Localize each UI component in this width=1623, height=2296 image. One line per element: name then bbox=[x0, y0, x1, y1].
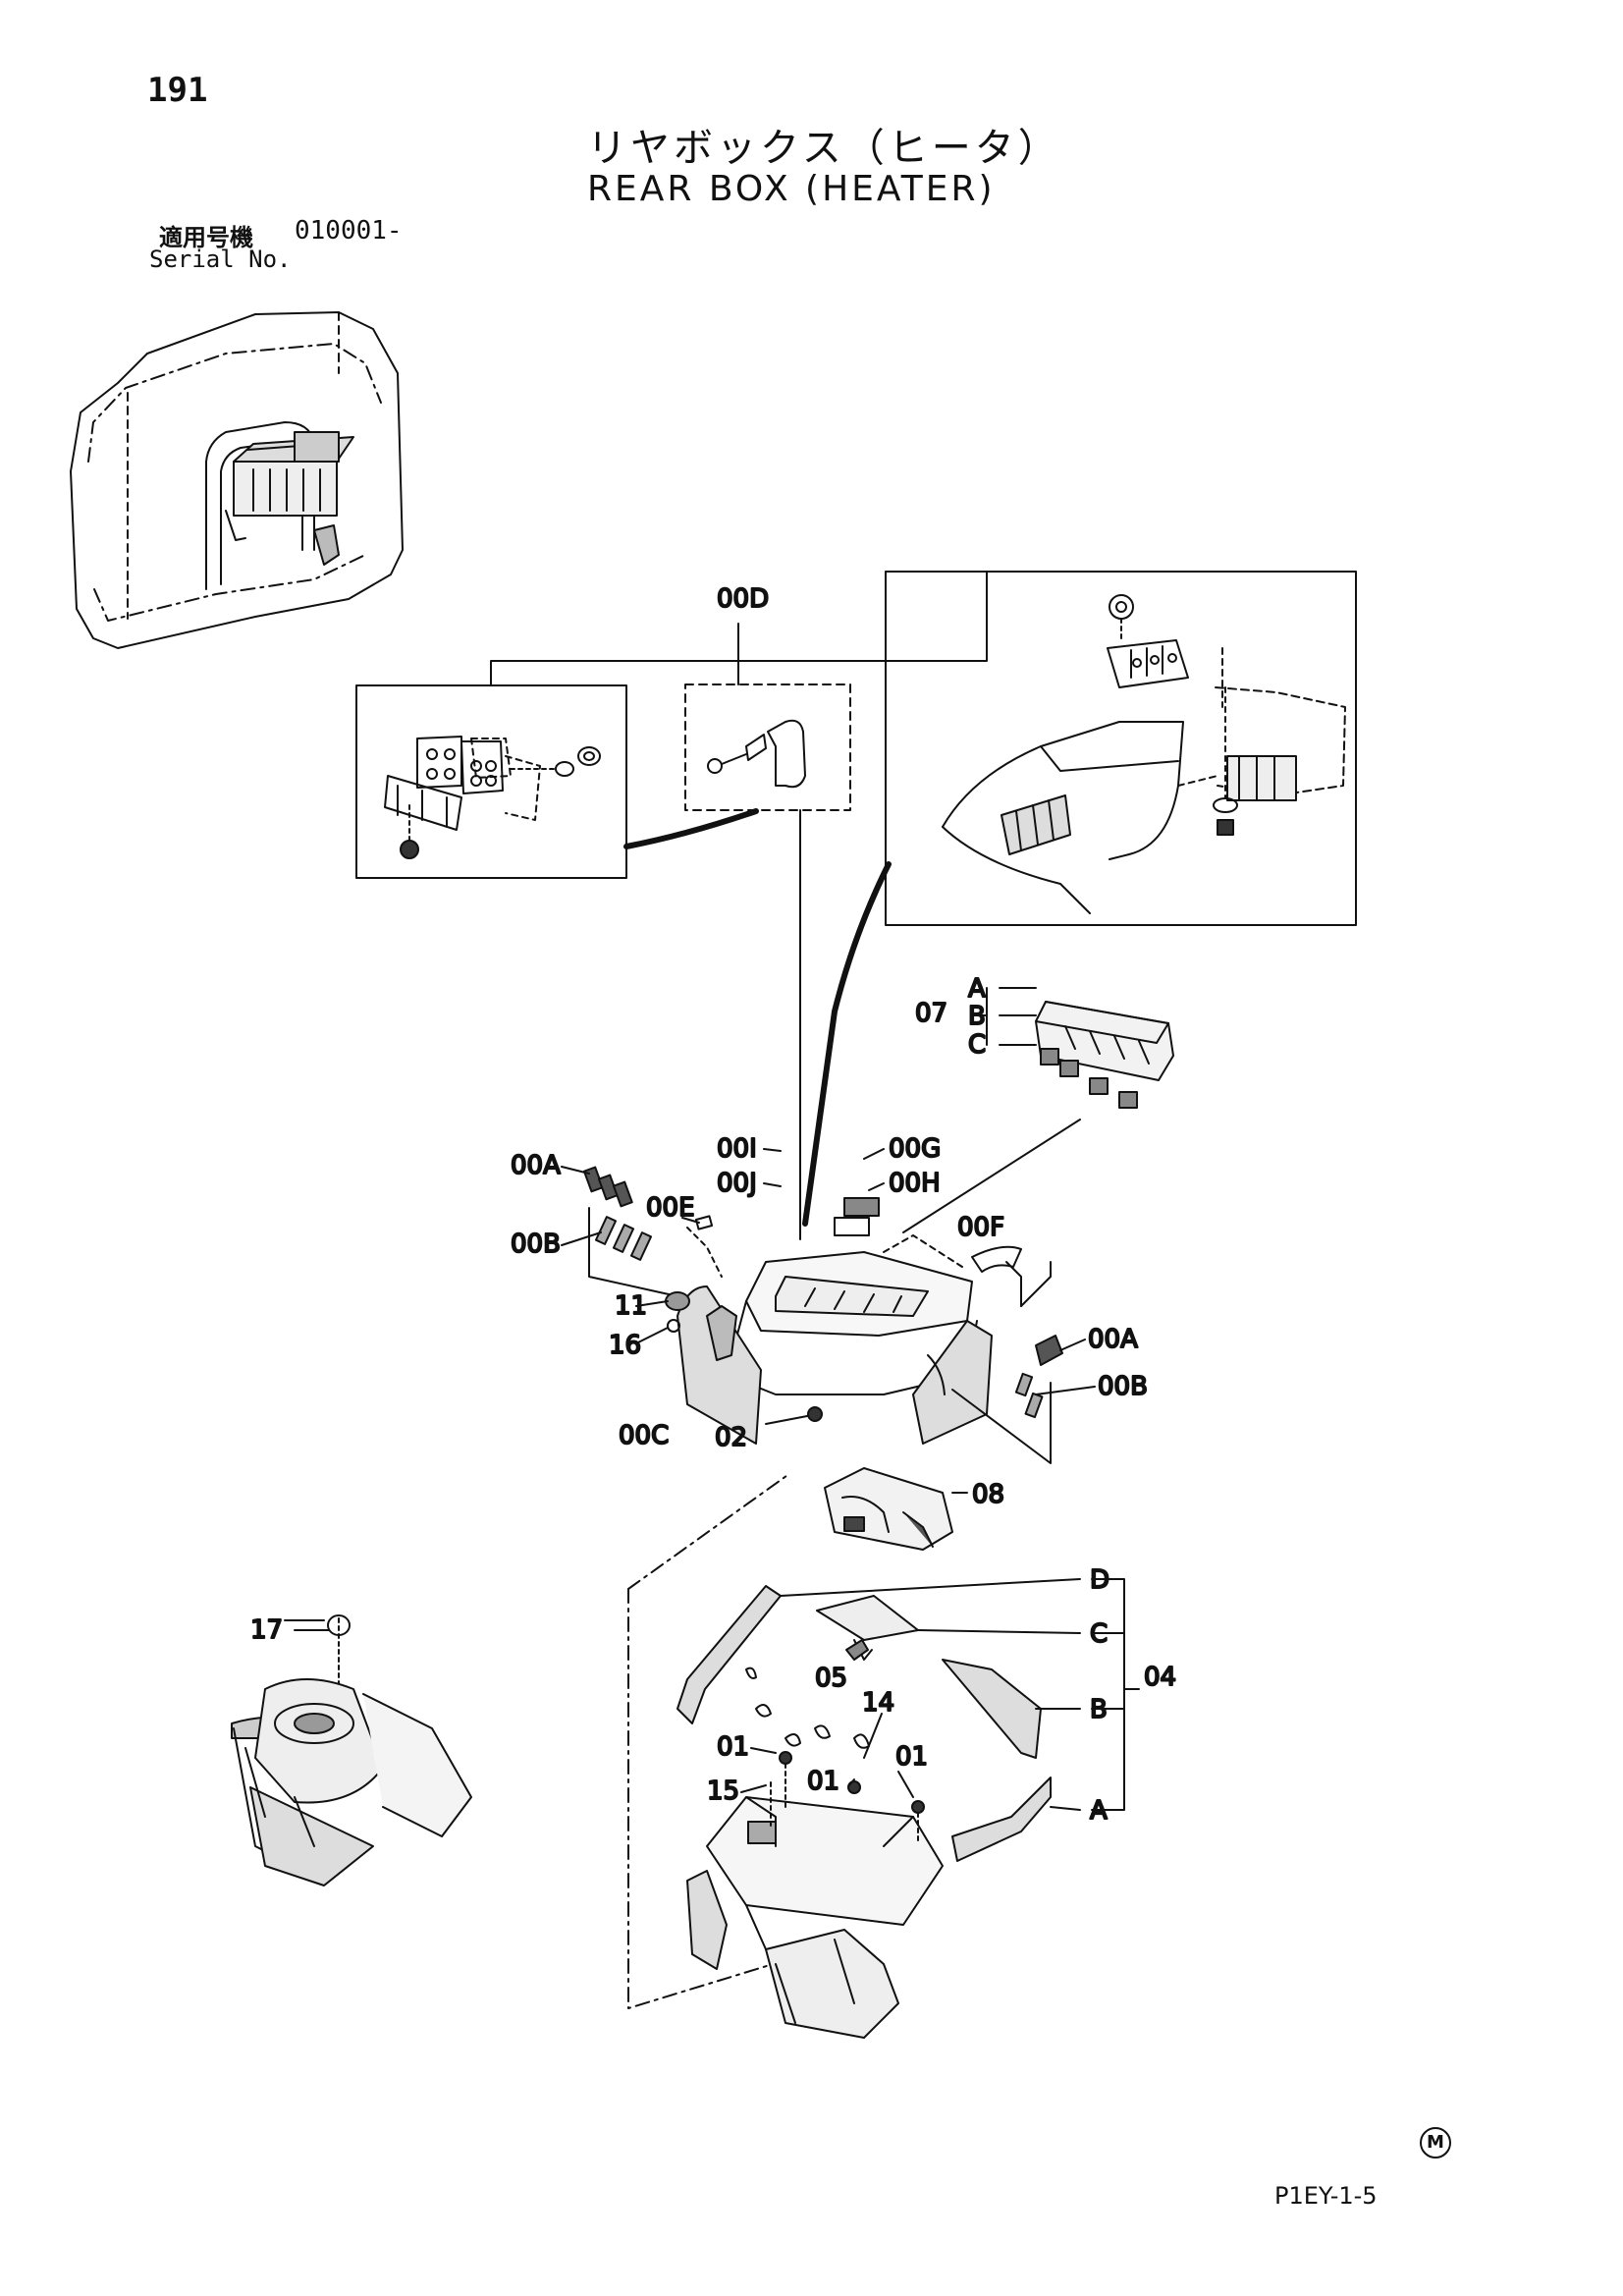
serial-label-english: Serial No. bbox=[149, 246, 292, 273]
callout-00i: 00I bbox=[717, 1134, 757, 1164]
callout-07b: B bbox=[968, 1002, 986, 1031]
part-04-duct-pieces bbox=[676, 1585, 1052, 1862]
callout-04c: C bbox=[1090, 1619, 1108, 1649]
drawing-code: P1EY-1-5 bbox=[1274, 2182, 1378, 2210]
leader-04a bbox=[1050, 1806, 1081, 1811]
leader-02 bbox=[765, 1415, 808, 1425]
callout-leader-lines bbox=[294, 1148, 1096, 1798]
callout-02: 02 bbox=[715, 1423, 747, 1452]
callout-00c: 00C bbox=[619, 1421, 669, 1450]
serial-label-japanese: 適用号機 bbox=[159, 224, 253, 251]
callout-15: 15 bbox=[707, 1777, 739, 1806]
callout-14: 14 bbox=[862, 1688, 894, 1718]
callout-07c: C bbox=[968, 1030, 986, 1060]
callout-08: 08 bbox=[972, 1480, 1004, 1509]
part-17-heater-unit bbox=[231, 1614, 472, 1886]
leader-right-00b bbox=[951, 1382, 1052, 1464]
page-title-english: REAR BOX (HEATER) bbox=[587, 169, 996, 209]
callout-04: 04 bbox=[1144, 1663, 1176, 1692]
detail-inset-top-cover bbox=[885, 571, 1357, 926]
leader-07-to-box bbox=[902, 1119, 1081, 1233]
callout-00j: 00J bbox=[717, 1169, 757, 1198]
inset-connector-thick-line bbox=[623, 808, 759, 849]
callout-07: 07 bbox=[915, 999, 947, 1028]
callout-00b-left: 00B bbox=[511, 1230, 561, 1259]
pin-05-icon bbox=[845, 1639, 869, 1661]
callout-00g: 00G bbox=[889, 1134, 941, 1164]
page-number: 191 bbox=[147, 71, 208, 110]
lower-frame-assembly bbox=[686, 1751, 944, 2039]
detail-inset-00d bbox=[684, 683, 851, 811]
callout-16: 16 bbox=[609, 1331, 641, 1360]
leader-04c bbox=[917, 1629, 1081, 1634]
screw-02-icon bbox=[807, 1406, 823, 1422]
serial-number-value: 010001- bbox=[295, 216, 403, 246]
callout-01-left: 01 bbox=[717, 1732, 749, 1762]
callout-00h: 00H bbox=[889, 1169, 941, 1198]
callout-04d: D bbox=[1090, 1565, 1109, 1595]
callout-00a-right: 00A bbox=[1088, 1325, 1138, 1354]
callout-00a-left: 00A bbox=[511, 1151, 561, 1180]
leader-04d bbox=[780, 1578, 1081, 1597]
callout-bracket-04 bbox=[1091, 1578, 1140, 1811]
part-08-bracket bbox=[824, 1467, 968, 1551]
part-07-switch-panel bbox=[976, 987, 1174, 1109]
revision-mark-icon: M bbox=[1420, 2127, 1451, 2159]
callout-01-right: 01 bbox=[895, 1742, 928, 1772]
callout-00d: 00D bbox=[717, 584, 769, 614]
callout-01-center: 01 bbox=[807, 1767, 839, 1796]
callout-07a: A bbox=[968, 974, 986, 1004]
detail-inset-bracket bbox=[355, 684, 627, 879]
callout-05: 05 bbox=[815, 1664, 847, 1693]
leader-dashdot-left bbox=[627, 1588, 806, 2009]
small-parts-right bbox=[971, 1245, 1063, 1419]
page-title-japanese: リヤボックス（ヒータ） bbox=[587, 126, 1061, 171]
callout-17: 17 bbox=[250, 1615, 283, 1645]
cab-overview-drawing bbox=[70, 311, 404, 649]
leader-00f bbox=[1020, 1261, 1052, 1307]
callout-04b: B bbox=[1090, 1695, 1108, 1724]
leader-dashdot-diag bbox=[627, 1472, 791, 1590]
callout-04a: A bbox=[1090, 1796, 1108, 1826]
callout-00f: 00F bbox=[957, 1213, 1004, 1242]
callout-00e: 00E bbox=[646, 1193, 695, 1223]
rear-box-main-body bbox=[676, 1197, 993, 1445]
callout-00b-right: 00B bbox=[1098, 1372, 1148, 1401]
inset-connector-thick-line bbox=[802, 861, 892, 1227]
